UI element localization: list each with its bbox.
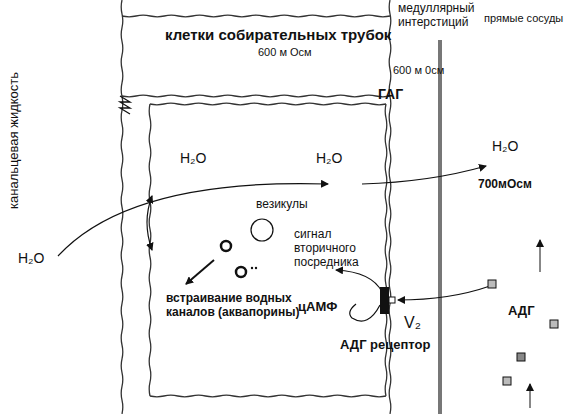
blood-vessel-wall [438,40,442,414]
adh-binding-arrow [398,286,490,300]
text-label: АДГ рецептор [340,338,430,353]
text-label: 600 м 0см [393,64,444,77]
signal-arrow [336,270,382,292]
text-label: V₂ [404,314,421,332]
text-label: H₂O [492,138,518,154]
text-label: медуллярный интерстиций [398,2,470,30]
cell-membrane [385,104,387,396]
adh-molecule [550,320,558,328]
text-label: H₂O [316,150,342,166]
dot [255,267,257,269]
adh-receptor [380,287,389,314]
insertion-arrow [186,260,214,284]
adh-molecule [503,377,511,385]
vesicle [221,241,231,251]
cell-membrane [121,0,123,414]
text-label: АДГ [508,304,535,319]
blood-flow-arrow [540,240,541,272]
adh-molecule [517,353,525,361]
text-label: H₂O [180,150,206,166]
vesicle [251,219,273,241]
vesicle [236,267,246,277]
text-label: 700мОсм [478,178,532,192]
text-label: канальцевая жидкость [7,72,22,209]
cell-membrane [122,95,390,97]
text-label: ГАГ [378,86,403,102]
membrane-arrow [147,196,152,250]
cell-membrane [149,104,151,396]
tight-junction [120,96,130,114]
receptor-site [389,297,395,303]
text-label: цАМФ [298,300,337,315]
text-label: H₂O [18,250,44,266]
text-label: сигнал вторичного посредника [294,228,382,269]
cell-membrane [150,103,386,105]
adh-molecule [488,280,496,288]
water-flow-arrow [362,166,486,184]
text-label: клетки собирательных трубок [165,26,391,43]
dot [251,267,253,269]
text-label: 600 м Осм [258,46,312,59]
camp-loop [350,304,380,321]
water-flow-arrow [58,184,328,256]
cell-membrane [122,15,390,17]
cell-membrane [150,395,386,397]
blood-flow-arrow [530,384,531,408]
text-label: везикулы [256,198,308,212]
text-label: встраивание водных каналов (аквапорины) [166,292,306,320]
text-label: прямые сосуды [484,12,563,25]
